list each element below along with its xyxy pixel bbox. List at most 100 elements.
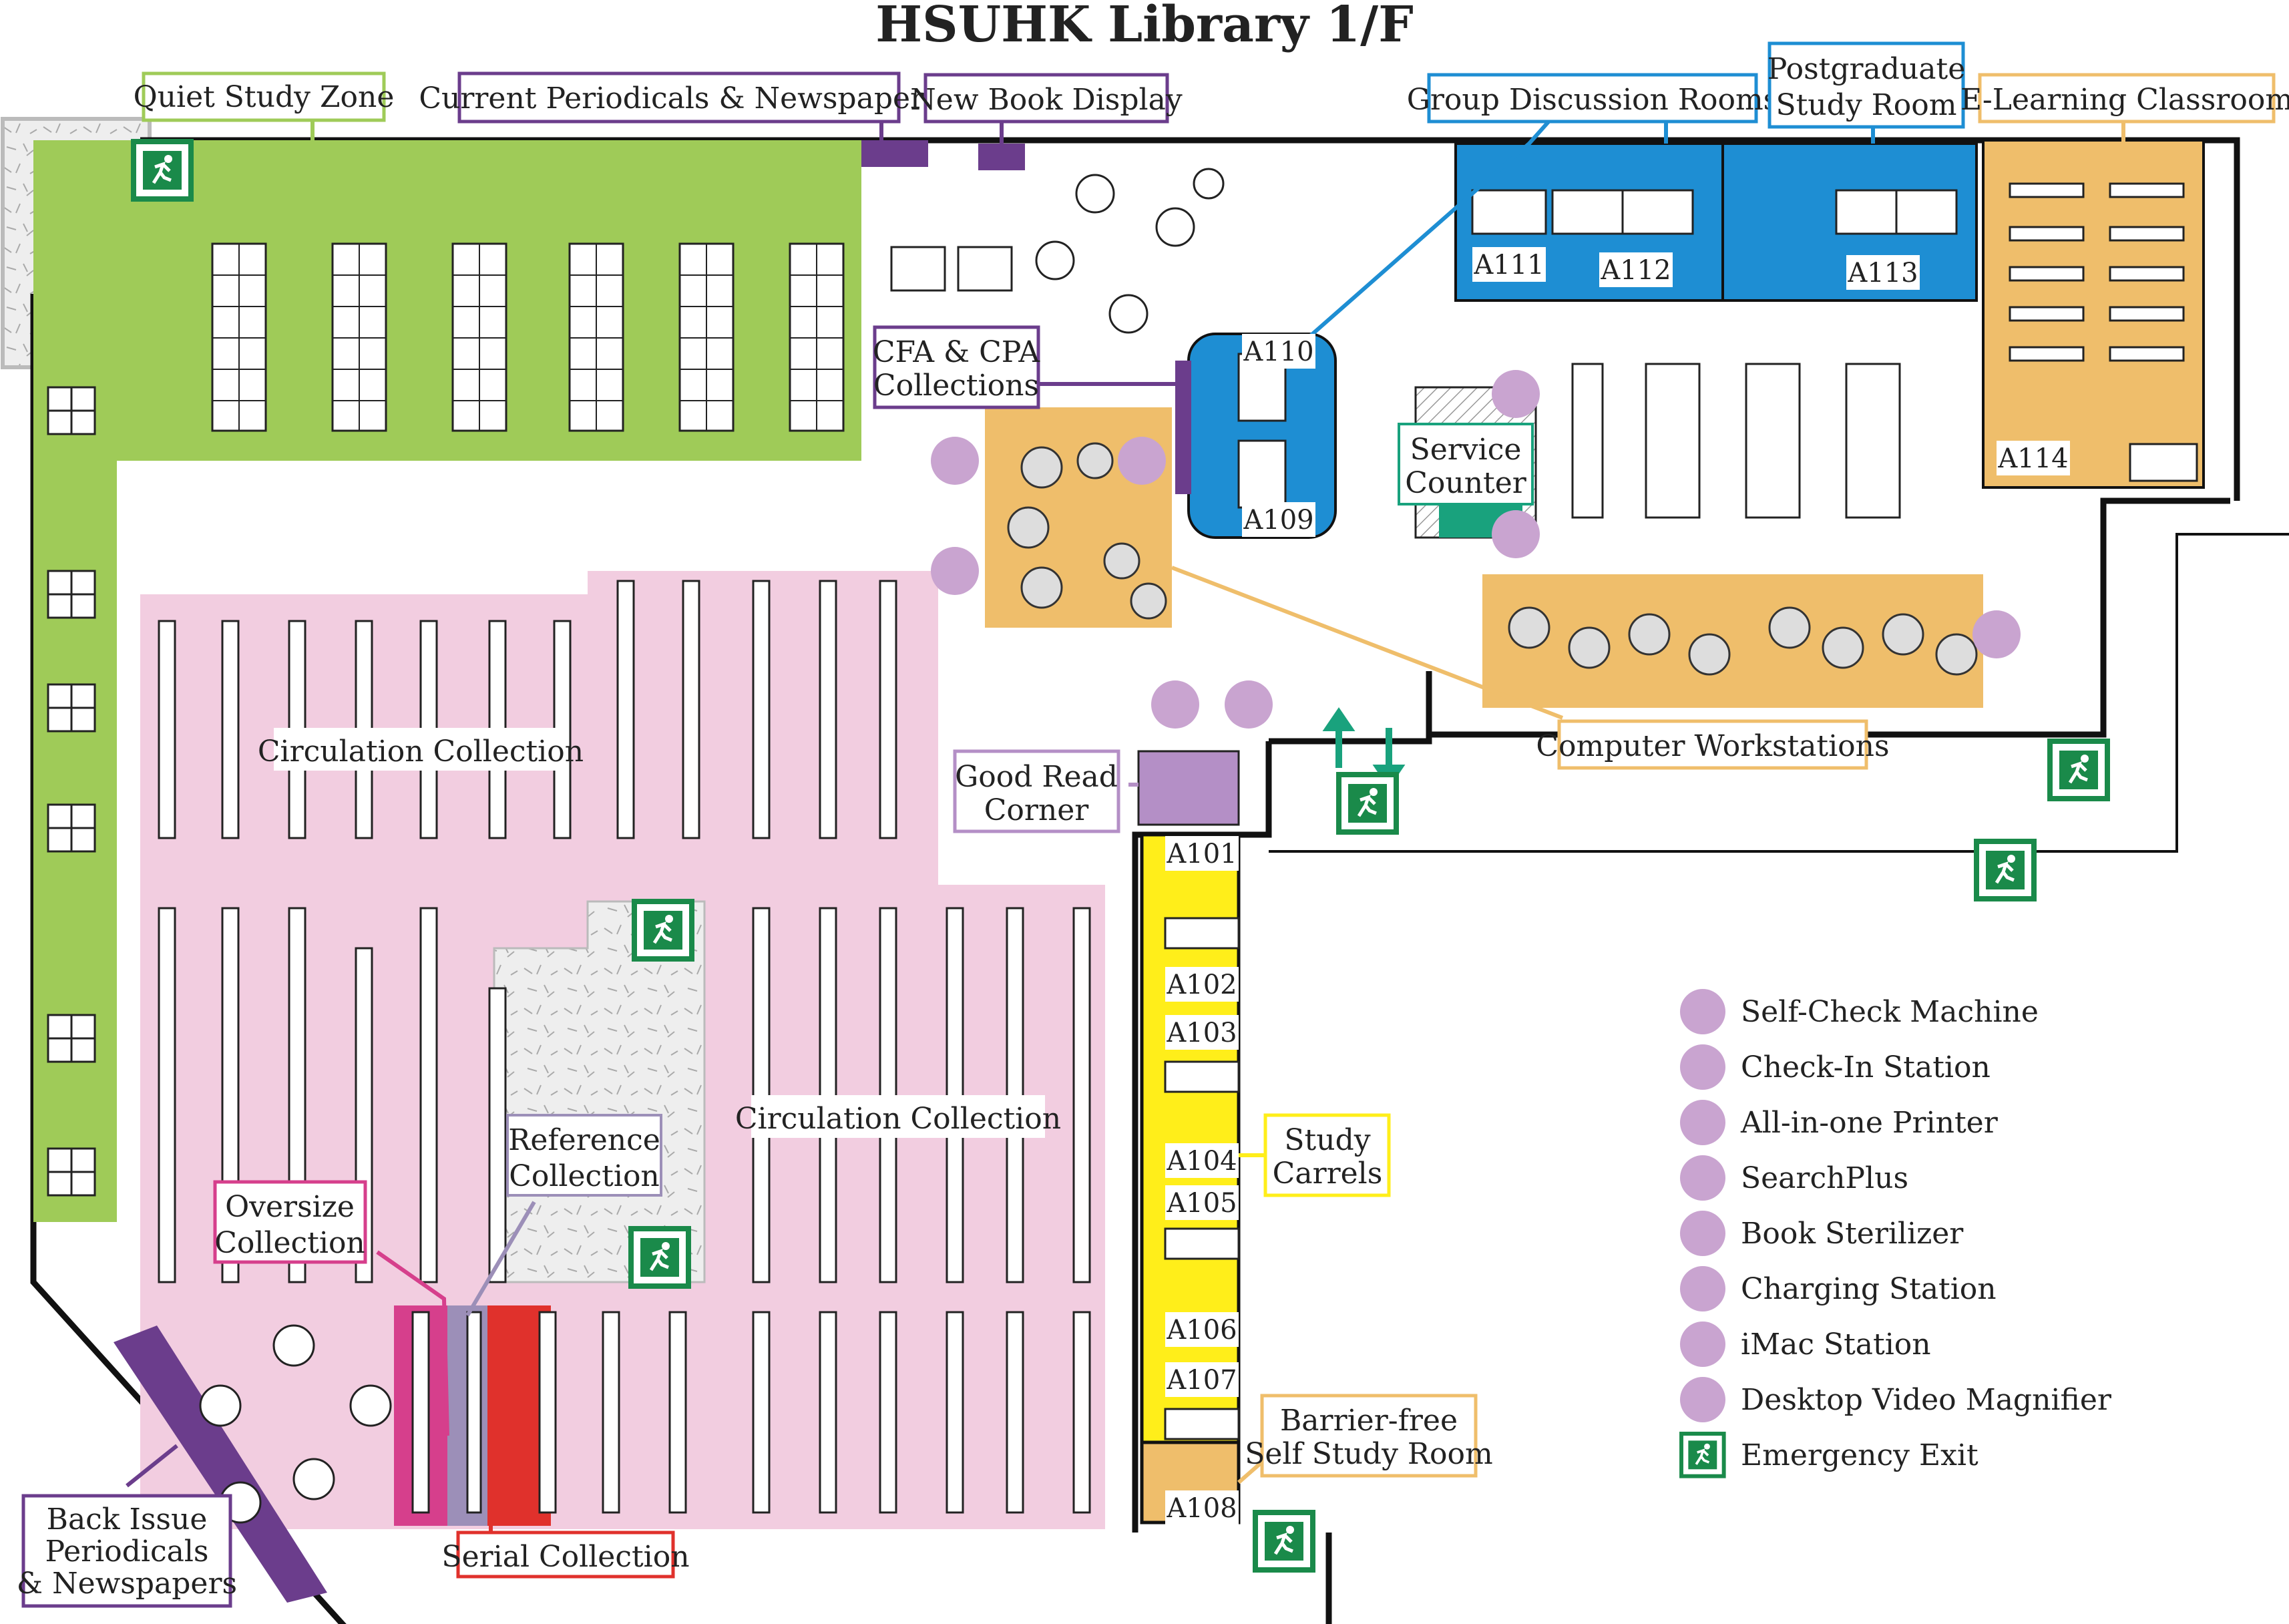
room-a113: A113 (1847, 258, 1918, 288)
building-wall-right (1269, 533, 2289, 853)
legend-label: iMac Station (1741, 1328, 1931, 1362)
room-a107: A107 (1166, 1365, 1237, 1396)
emergency-exit-icon (1681, 1434, 1724, 1476)
self-check-machine-icon (931, 437, 979, 485)
searchplus-icon (931, 547, 979, 595)
label-elearning: E-Learning Classroom (1960, 83, 2289, 117)
emergency-exit-icon (1976, 841, 2034, 899)
room-a104: A104 (1166, 1146, 1237, 1177)
legend-label: Desktop Video Magnifier (1741, 1383, 2112, 1417)
label-serial: Serial Collection (441, 1540, 689, 1574)
oversize-leader (376, 1250, 449, 1436)
label-circulation-lower: Circulation Collection (735, 1102, 1061, 1136)
label-cfa-1: CFA & CPA (873, 335, 1041, 369)
legend-item: SearchPlus (1680, 1155, 1908, 1201)
label-oversize-1: Oversize (225, 1190, 355, 1224)
label-barrier-free-2: Self Study Room (1245, 1437, 1493, 1471)
book-sterilizer-icon (1151, 680, 1199, 729)
reference-leader (465, 1201, 536, 1317)
check-in-station-icon (1492, 370, 1540, 418)
legend-item: Self-Check Machine (1680, 989, 2039, 1034)
emergency-exit-icon (134, 142, 191, 199)
label-good-read-2: Corner (984, 793, 1090, 827)
legend-item: All-in-one Printer (1680, 1100, 1999, 1145)
label-postgraduate-2: Study Room (1776, 88, 1956, 122)
legend-label: Check-In Station (1741, 1050, 1991, 1084)
carrel-desks (1164, 917, 1240, 1440)
printer-icon (1680, 1100, 1725, 1145)
charging-station-icon (1492, 510, 1540, 558)
a110-leader (1307, 112, 1558, 339)
room-a101: A101 (1166, 839, 1237, 869)
label-back-issue-3: & Newspapers (17, 1567, 237, 1601)
label-postgraduate-1: Postgraduate (1767, 52, 1965, 86)
label-study-carrels-2: Carrels (1273, 1157, 1383, 1191)
label-back-issue-2: Periodicals (45, 1535, 208, 1569)
emergency-exit-icon (631, 1229, 688, 1286)
printer-icon (1972, 610, 2021, 658)
label-current-periodicals: Current Periodicals & Newspapers (419, 81, 939, 116)
charging-station-icon (1680, 1266, 1725, 1311)
lounge-seating (890, 168, 1225, 334)
room-a106: A106 (1166, 1315, 1237, 1346)
room-a103: A103 (1166, 1018, 1237, 1048)
legend-label: All-in-one Printer (1740, 1106, 1999, 1140)
video-magnifier-icon (1680, 1377, 1725, 1422)
room-a105: A105 (1166, 1188, 1237, 1219)
room-a102: A102 (1166, 970, 1237, 1000)
back-issue-leader (126, 1444, 178, 1488)
legend-label: Charging Station (1741, 1272, 1997, 1306)
label-barrier-free-1: Barrier-free (1280, 1404, 1458, 1438)
room-a114: A114 (1997, 443, 2068, 474)
label-service-1: Service (1410, 433, 1522, 467)
room-a108: A108 (1166, 1493, 1237, 1524)
label-cfa-2: Collections (873, 369, 1039, 403)
label-back-issue-1: Back Issue (47, 1502, 208, 1537)
legend-label: SearchPlus (1741, 1161, 1908, 1195)
elearning-desks (2009, 182, 2198, 482)
emergency-exit-icon (634, 901, 692, 959)
book-sterilizer-icon (1680, 1211, 1725, 1256)
label-group-discussion: Group Discussion Rooms (1407, 83, 1779, 117)
legend-label: Self-Check Machine (1741, 995, 2039, 1029)
self-check-machine-icon (1680, 989, 1725, 1034)
legend-item: iMac Station (1680, 1322, 1931, 1367)
emergency-exit-icon (1255, 1512, 1313, 1570)
emergency-exit-icon (2050, 741, 2107, 799)
label-reference-1: Reference (508, 1123, 660, 1157)
label-circulation-upper: Circulation Collection (258, 735, 584, 769)
room-a112: A112 (1600, 255, 1671, 286)
room-a111: A111 (1473, 250, 1544, 280)
good-read-corner-area (1137, 750, 1240, 826)
label-oversize-2: Collection (214, 1226, 365, 1260)
label-quiet-study-zone: Quiet Study Zone (134, 80, 395, 114)
map-title: HSUHK Library 1/F (875, 0, 1414, 53)
legend-label: Emergency Exit (1741, 1438, 1979, 1472)
label-computer-workstations: Computer Workstations (1536, 729, 1889, 763)
label-reference-2: Collection (509, 1159, 660, 1193)
printer-icon (1118, 437, 1166, 485)
study-carrels-area (1140, 833, 1241, 1525)
emergency-exit-icon (1339, 775, 1396, 832)
label-study-carrels-1: Study (1284, 1123, 1370, 1157)
workstation-leader (1171, 566, 1564, 720)
check-in-station-icon (1680, 1044, 1725, 1090)
workstation-clusters (1007, 442, 1978, 676)
label-service-2: Counter (1405, 466, 1527, 500)
label-new-book-display: New Book Display (910, 83, 1183, 117)
legend-item: Check-In Station (1680, 1044, 1991, 1090)
self-check-machine-icon (1225, 680, 1273, 729)
legend-item: Emergency Exit (1681, 1434, 1979, 1476)
legend-item: Desktop Video Magnifier (1680, 1377, 2112, 1422)
imac-station-icon (1680, 1322, 1725, 1367)
serial-shelves (411, 1311, 557, 1514)
room-a109: A109 (1243, 505, 1313, 536)
quiet-study-small-tables (47, 386, 96, 1197)
legend-item: Book Sterilizer (1680, 1211, 1964, 1256)
open-study-tables (1571, 363, 1901, 519)
room-a110: A110 (1243, 337, 1313, 367)
searchplus-icon (1680, 1155, 1725, 1201)
legend-label: Book Sterilizer (1741, 1217, 1964, 1251)
